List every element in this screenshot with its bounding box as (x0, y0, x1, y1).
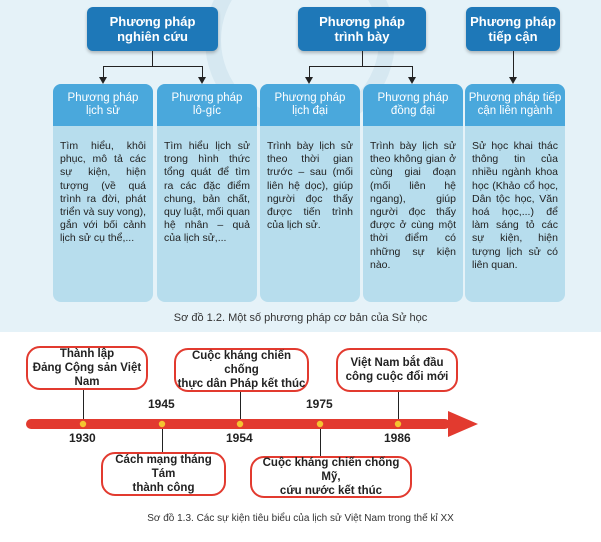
top-box-approach-method: Phương pháp tiếp cận (466, 7, 560, 51)
arrow-head (99, 77, 107, 84)
connector-line (398, 392, 399, 422)
event-below: Cuộc kháng chiến chống Mỹ, cứu nước kết … (250, 456, 412, 498)
column-body-text: Sử học khai thác thông tin của nhiều ngà… (472, 140, 558, 271)
arrow-head (305, 77, 313, 84)
timeline-dot (236, 420, 244, 428)
event-label: Cuộc kháng chiến chống Mỹ, cứu nước kết … (262, 457, 400, 497)
connector-line (362, 51, 363, 66)
event-above: Việt Nam bắt đầu công cuộc đổi mới (336, 348, 458, 392)
event-label: Cách mạng tháng Tám thành công (115, 454, 212, 494)
column-title: Phương pháp tiếp cận liên ngành (468, 92, 562, 117)
connector-line (513, 51, 514, 78)
event-label: Cuộc kháng chiến chống thực dân Pháp kết… (177, 350, 306, 390)
diagram-caption: Sơ đồ 1.3. Các sự kiện tiêu biểu của lịc… (147, 513, 454, 524)
column-header: Phương pháp lô-gíc (157, 84, 257, 126)
column-header: Phương pháp lịch đại (260, 84, 360, 126)
timeline-dot (158, 420, 166, 428)
year-label: 1954 (226, 431, 253, 445)
column-header: Phương pháp lịch sử (53, 84, 153, 126)
diagram-caption: Sơ đồ 1.2. Một số phương pháp cơ bản của… (173, 312, 428, 324)
column-body-text: Tìm hiểu, khôi phục, mô tả các sự kiện, … (60, 140, 146, 245)
column-header: Phương pháp tiếp cận liên ngành (465, 84, 565, 126)
column-title: Phương pháp lịch đại (274, 92, 346, 117)
column-title: Phương pháp lô-gíc (171, 92, 243, 117)
timeline-dot (79, 420, 87, 428)
column-body-text: Trình bày lịch sử theo thời gian trước –… (267, 140, 353, 232)
column-synchronic-method: Phương pháp đồng đại Trình bày lịch sử t… (363, 84, 463, 302)
top-box-presentation-method: Phương pháp trình bày (298, 7, 426, 51)
connector-line (309, 66, 412, 67)
top-box-label: Phương pháp tiếp cận (470, 14, 556, 44)
year-label: 1986 (384, 431, 411, 445)
column-title: Phương pháp đồng đại (377, 92, 449, 117)
connector-line (103, 66, 104, 78)
column-logical-method: Phương pháp lô-gíc Tìm hiểu lịch sử tron… (157, 84, 257, 302)
column-header: Phương pháp đồng đại (363, 84, 463, 126)
arrow-head (509, 77, 517, 84)
year-label: 1930 (69, 431, 96, 445)
arrow-head (198, 77, 206, 84)
top-box-label: Phương pháp nghiên cứu (109, 14, 196, 44)
timeline-arrowhead (448, 411, 478, 437)
methods-diagram: Phương pháp nghiên cứu Phương pháp trình… (0, 0, 601, 332)
year-label: 1945 (148, 397, 175, 411)
connector-line (103, 66, 202, 67)
connector-line (83, 390, 84, 422)
column-interdisciplinary-method: Phương pháp tiếp cận liên ngành Sử học k… (465, 84, 565, 302)
year-label: 1975 (306, 397, 333, 411)
column-body-text: Trình bày lịch sử theo không gian ở cùng… (370, 140, 456, 271)
connector-line (152, 51, 153, 66)
top-box-research-method: Phương pháp nghiên cứu (87, 7, 218, 51)
timeline-dot (316, 420, 324, 428)
event-below: Cách mạng tháng Tám thành công (101, 452, 226, 496)
column-chronological-method: Phương pháp lịch đại Trình bày lịch sử t… (260, 84, 360, 302)
timeline-dot (394, 420, 402, 428)
event-above: Cuộc kháng chiến chống thực dân Pháp kết… (174, 348, 309, 392)
timeline-arrow (26, 411, 478, 437)
column-body-text: Tìm hiểu lịch sử trong hình thức tổng qu… (164, 140, 250, 245)
column-historical-method: Phương pháp lịch sử Tìm hiểu, khôi phục,… (53, 84, 153, 302)
event-above: Thành lập Đảng Cộng sản Việt Nam (26, 346, 148, 390)
connector-line (309, 66, 310, 78)
connector-line (202, 66, 203, 78)
arrow-head (408, 77, 416, 84)
event-label: Thành lập Đảng Cộng sản Việt Nam (32, 348, 142, 388)
connector-line (162, 423, 163, 453)
connector-line (320, 423, 321, 457)
top-box-label: Phương pháp trình bày (319, 14, 405, 44)
connector-line (240, 392, 241, 422)
column-title: Phương pháp lịch sử (67, 92, 139, 117)
event-label: Việt Nam bắt đầu công cuộc đổi mới (345, 357, 449, 383)
connector-line (412, 66, 413, 78)
